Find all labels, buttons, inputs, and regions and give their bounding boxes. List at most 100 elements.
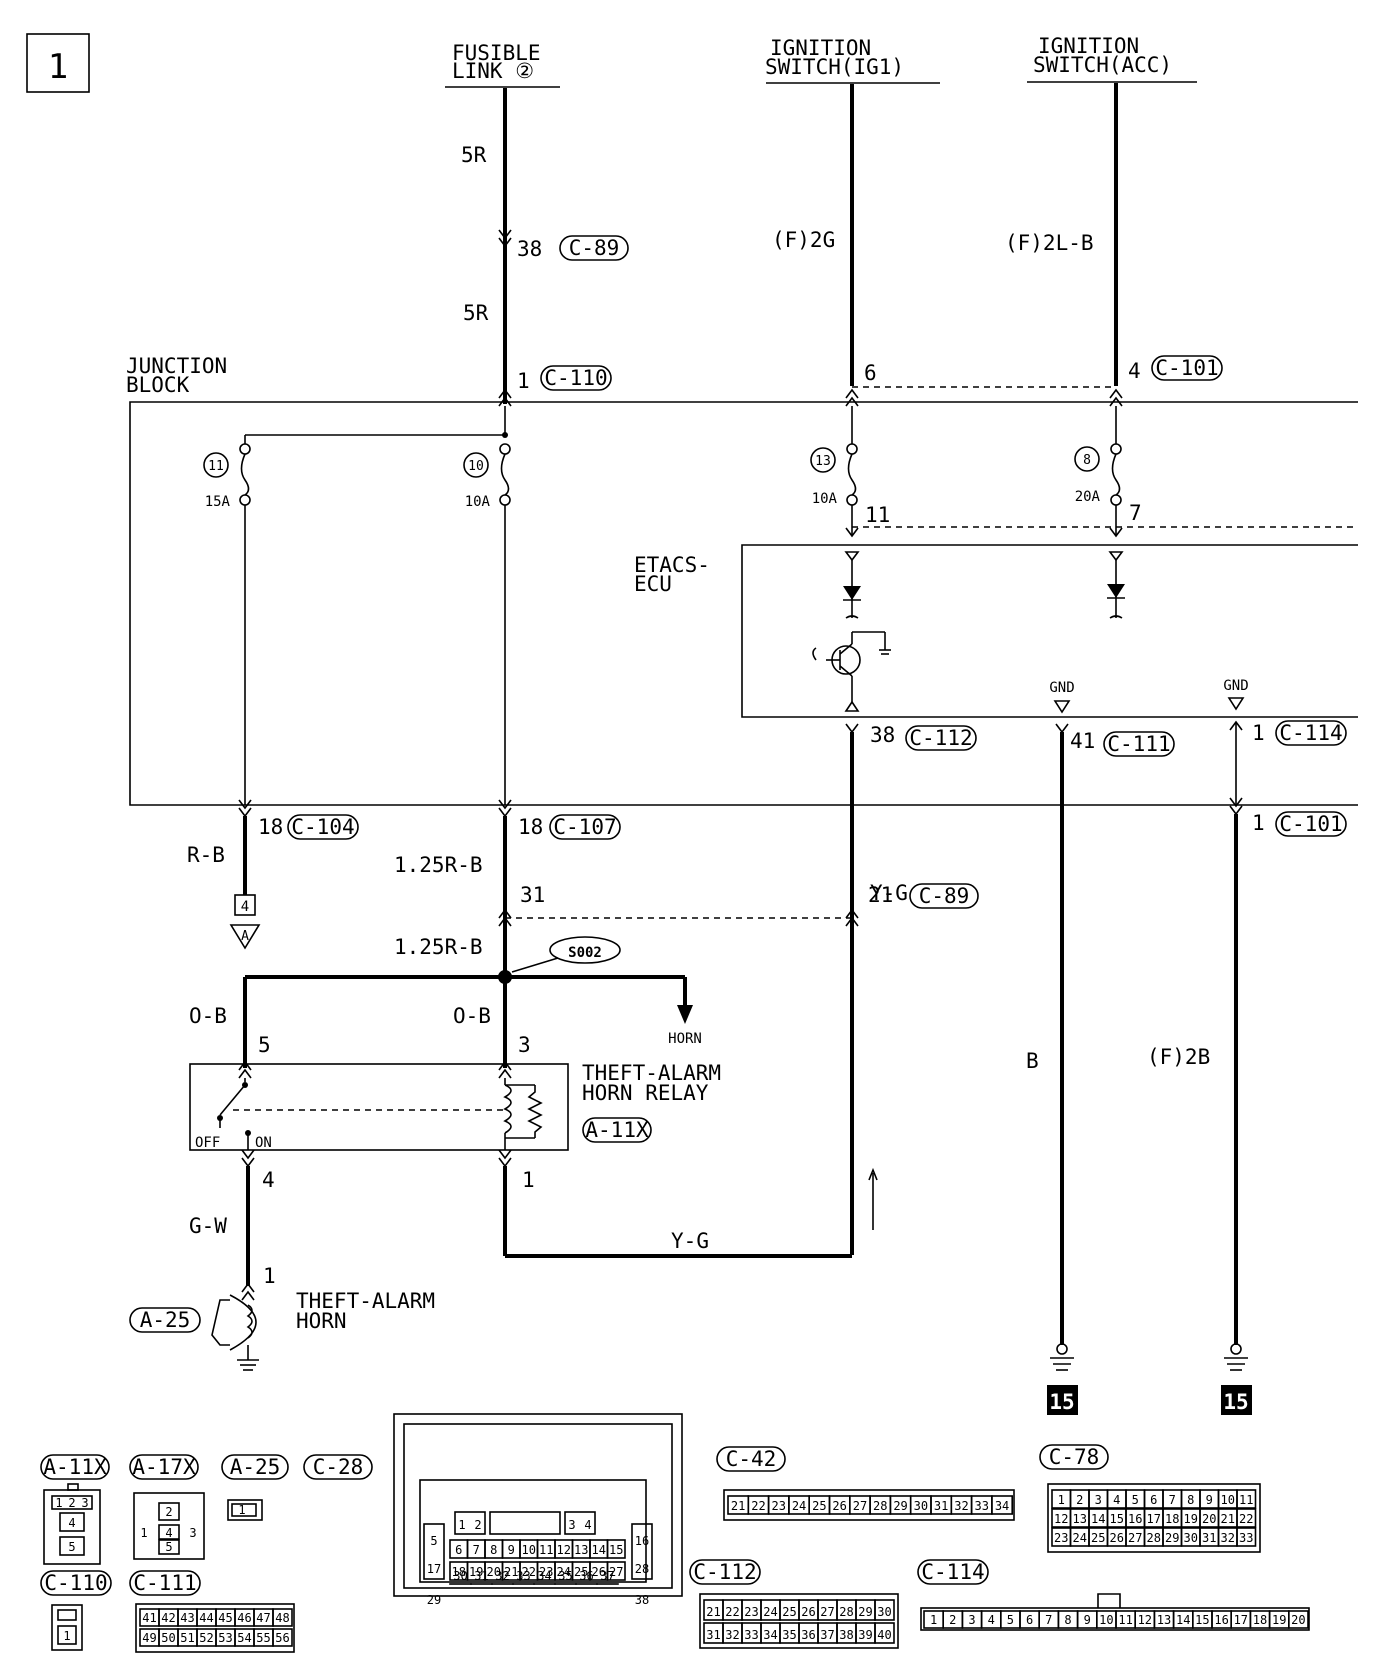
pin-label: 28 bbox=[839, 1605, 853, 1619]
c28-pin-28: 28 bbox=[635, 1562, 649, 1576]
splice-s002-dot bbox=[498, 970, 512, 984]
horn-label-2: HORN bbox=[296, 1309, 347, 1333]
connector-a-num: 4 bbox=[241, 899, 249, 915]
pin-label: 18 bbox=[1165, 1512, 1179, 1526]
legend-c111: C-111 bbox=[133, 1571, 196, 1595]
fuse-13-rating: 10A bbox=[812, 491, 838, 507]
pin-label: 16 bbox=[1214, 1613, 1228, 1627]
relay-on-label: ON bbox=[255, 1135, 272, 1151]
pin-label: 29 bbox=[858, 1605, 872, 1619]
transistor-icon bbox=[812, 631, 891, 712]
pin-label: 5 bbox=[1132, 1493, 1139, 1507]
pin-label: 27 bbox=[1128, 1531, 1142, 1545]
pin-label: 25 bbox=[812, 1499, 826, 1513]
pin-label: 8 bbox=[1064, 1613, 1071, 1627]
pin-label: 4 bbox=[1113, 1493, 1120, 1507]
pin-label: 10 bbox=[1221, 1493, 1235, 1507]
legend-c112: C-112 bbox=[693, 1560, 756, 1584]
pin-label: 32 bbox=[495, 1569, 509, 1583]
pin-1-horn: 1 bbox=[263, 1264, 276, 1288]
c28-pin-3: 3 bbox=[568, 1518, 575, 1532]
pin-label: 34 bbox=[763, 1628, 777, 1642]
pin-label: 47 bbox=[256, 1611, 270, 1625]
pin-18-c104: 18 bbox=[258, 815, 283, 839]
pin-label: 33 bbox=[975, 1499, 989, 1513]
pin-label: 21 bbox=[731, 1499, 745, 1513]
conn-c114: C-114 bbox=[1279, 721, 1342, 745]
conn-c112: C-112 bbox=[909, 726, 972, 750]
pin-label: 20 bbox=[487, 1565, 501, 1579]
pin-label: 20 bbox=[1202, 1512, 1216, 1526]
relay-label-2: HORN RELAY bbox=[582, 1081, 709, 1105]
pin-label: 31 bbox=[934, 1499, 948, 1513]
fuse-11: 11 15A bbox=[203, 443, 251, 510]
pin-label: 26 bbox=[592, 1565, 606, 1579]
c28-pin-4: 4 bbox=[584, 1518, 591, 1532]
pin-label: 49 bbox=[142, 1631, 156, 1645]
pin-label: 19 bbox=[469, 1565, 483, 1579]
horn-label-1: THEFT-ALARM bbox=[296, 1289, 435, 1313]
legend-c78: C-78 bbox=[1049, 1445, 1100, 1469]
pin-label: 28 bbox=[1147, 1531, 1161, 1545]
a11x-pin-4: 4 bbox=[68, 1516, 75, 1530]
pin-label: 7 bbox=[473, 1543, 480, 1557]
pin-41-c111: 41 bbox=[1070, 729, 1095, 753]
ig1-label-1: IGNITION bbox=[770, 36, 871, 60]
pin-label: 30 bbox=[1184, 1531, 1198, 1545]
pin-label: 25 bbox=[782, 1605, 796, 1619]
pin-21-c89: 21 bbox=[868, 883, 893, 907]
pin-label: 9 bbox=[508, 1543, 515, 1557]
pin-label: 46 bbox=[237, 1611, 251, 1625]
conn-c89-bottom: C-89 bbox=[919, 884, 970, 908]
pin-label: 6 bbox=[1150, 1493, 1157, 1507]
pin-label: 35 bbox=[782, 1628, 796, 1642]
c28-pin-38: 38 bbox=[635, 1593, 649, 1607]
pin-label: 18 bbox=[1253, 1613, 1267, 1627]
legend-c114: C-114 bbox=[921, 1560, 984, 1584]
connector-legend: A-11X A-17X A-25 C-28 C-42 C-78 C-110 C-… bbox=[40, 1413, 1310, 1653]
c28-pin-16: 16 bbox=[635, 1534, 649, 1548]
legend-c28: C-28 bbox=[313, 1455, 364, 1479]
wire-label-125rb-a: 1.25R-B bbox=[394, 853, 483, 877]
fuse-8-rating: 20A bbox=[1075, 489, 1101, 505]
pin-label: 27 bbox=[853, 1499, 867, 1513]
pin-label: 32 bbox=[1221, 1531, 1235, 1545]
pin-1-relay: 1 bbox=[522, 1168, 535, 1192]
pin-label: 54 bbox=[237, 1631, 251, 1645]
c28-pin-2: 2 bbox=[474, 1518, 481, 1532]
pin-label: 44 bbox=[199, 1611, 213, 1625]
pin-label: 11 bbox=[539, 1543, 553, 1557]
horn-output-label: HORN bbox=[668, 1031, 702, 1047]
pin-label: 37 bbox=[600, 1569, 614, 1583]
pin-label: 12 bbox=[1138, 1613, 1152, 1627]
pin-label: 24 bbox=[792, 1499, 806, 1513]
relay-coil-icon bbox=[503, 1078, 543, 1150]
pin-label: 10 bbox=[1099, 1613, 1113, 1627]
wire-label-yg-right: Y-G bbox=[870, 881, 908, 905]
wire-label-5r-mid: 5R bbox=[463, 301, 489, 325]
a25-pin-1: 1 bbox=[238, 1503, 245, 1517]
pin-label: 53 bbox=[218, 1631, 232, 1645]
ground-icon bbox=[1050, 1343, 1074, 1371]
pin-label: 15 bbox=[609, 1543, 623, 1557]
pin-cell bbox=[1288, 1610, 1309, 1629]
wire-label-rb: R-B bbox=[187, 843, 225, 867]
ig1-label-2: SWITCH(IG1) bbox=[765, 55, 904, 79]
pin-label: 23 bbox=[539, 1565, 553, 1579]
pin-label: 51 bbox=[180, 1631, 194, 1645]
pin-label: 38 bbox=[839, 1628, 853, 1642]
relay-conn: A-11X bbox=[585, 1118, 649, 1142]
a11x-pin-5: 5 bbox=[68, 1540, 75, 1554]
etacs-label-1: ETACS- bbox=[634, 553, 710, 577]
c28-pin-29: 29 bbox=[427, 1593, 441, 1607]
pin-label: 27 bbox=[609, 1565, 623, 1579]
fuse-10-rating: 10A bbox=[465, 494, 491, 510]
pin-cell bbox=[874, 1622, 895, 1644]
pin-label: 17 bbox=[1234, 1613, 1248, 1627]
pin-label: 3 bbox=[1095, 1493, 1102, 1507]
fuse-13-num: 13 bbox=[815, 454, 831, 469]
pin-label: 23 bbox=[744, 1605, 758, 1619]
pin-label: 18 bbox=[452, 1565, 466, 1579]
fusible-link-label-1: FUSIBLE bbox=[452, 41, 541, 65]
